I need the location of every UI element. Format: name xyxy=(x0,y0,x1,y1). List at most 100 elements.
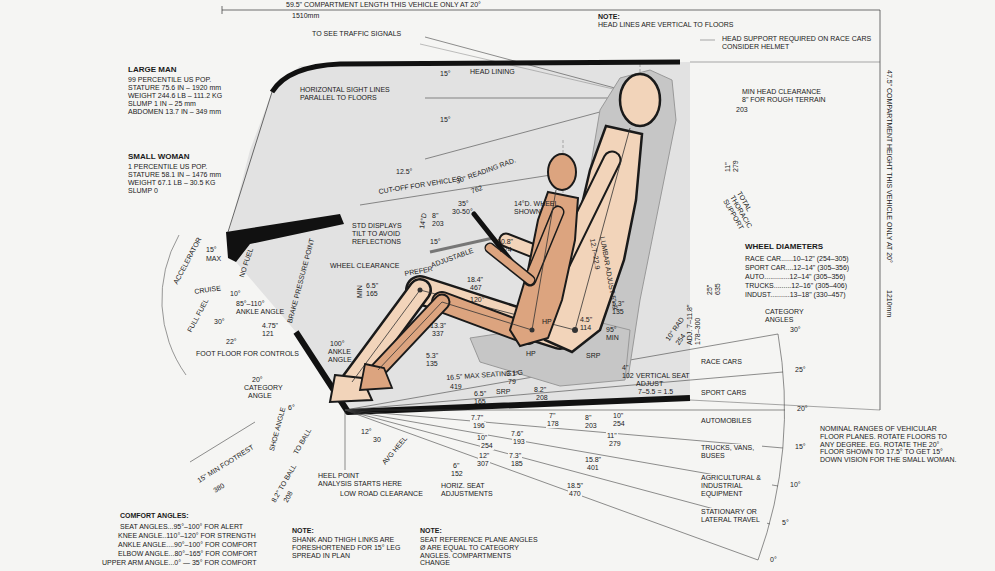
annotation-label: WEIGHT 67.1 LB – 30.5 KG xyxy=(128,179,215,187)
annotation-label: 185 xyxy=(510,460,524,468)
annotation-label: 121 xyxy=(262,330,274,338)
annotation-label: 7.3" xyxy=(508,452,522,460)
annotation-label: HEAD SUPPORT REQUIRED ON RACE CARS xyxy=(722,35,871,43)
annotation-label: 419 xyxy=(450,383,462,391)
annotation-label: 470 xyxy=(568,490,582,498)
annotation-label: LOW ROAD CLEARANCE xyxy=(340,490,423,498)
annotation-label: 193 xyxy=(512,438,526,446)
pedal-angle-arc xyxy=(162,235,186,375)
annotation-label: STD DISPLAYS TILT TO AVOID REFLECTIONS xyxy=(352,222,412,245)
man-hip-point xyxy=(572,327,578,333)
annotation-label: 14°D. WHEEL SHOWN xyxy=(514,200,562,216)
annotation-label: MIN xyxy=(606,334,619,342)
annotation-label: 5.3" xyxy=(426,352,438,360)
annotation-label: 100° xyxy=(330,340,344,348)
annotation-label: SLUMP 0 xyxy=(128,187,158,195)
annotation-label: AUTOMOBILES xyxy=(700,417,752,425)
annotation-label: SLUMP 1 IN – 25 mm xyxy=(128,100,196,108)
annotation-label: 1510mm xyxy=(292,12,319,20)
annotation-label: BRAKE PRESSURE POINT xyxy=(286,237,316,324)
annotation-label: 337 xyxy=(432,330,444,338)
annotation-label: NO FUEL xyxy=(238,247,255,278)
annotation-label: VERTICAL SEAT ADJUST xyxy=(636,372,691,388)
annotation-label: 8" xyxy=(432,212,438,220)
annotation-label: 20° xyxy=(252,376,263,384)
annotation-label: 274 xyxy=(500,246,512,254)
annotation-label: AGRICULTURAL & INDUSTRIAL EQUIPMENT xyxy=(700,474,772,497)
annotation-label: 208 xyxy=(282,490,295,504)
annotation-label: SHANK AND THIGH LINKS ARE FORESHORTENED … xyxy=(292,536,404,559)
annotation-label: 3.1" xyxy=(506,370,518,378)
annotation-label: SEAT REFERENCE PLANE ANGLES Ø ARE EQUAL … xyxy=(420,536,538,567)
annotation-label: 165 xyxy=(474,398,486,406)
dimension-tick xyxy=(222,6,223,14)
annotation-label: ADJ. 7–11.8" xyxy=(686,305,694,346)
annotation-label: 10" xyxy=(612,412,624,420)
annotation-label: FULL FUEL xyxy=(186,298,210,334)
annotation-label: 196 xyxy=(472,422,486,430)
category-line xyxy=(345,410,758,560)
annotation-label: 12° xyxy=(360,428,373,436)
annotation-label: 59.5" COMPARTMENT LENGTH THIS VEHICLE ON… xyxy=(286,1,481,9)
annotation-label: SRP xyxy=(586,352,600,360)
annotation-label: ACCELERATOR xyxy=(172,236,203,285)
annotation-label: 467 xyxy=(470,284,482,292)
annotation-label: HEAD LINES ARE VERTICAL TO FLOORS xyxy=(598,21,734,29)
woman-hip-point xyxy=(530,328,535,333)
category-line xyxy=(345,410,770,524)
annotation-label: 4.75" xyxy=(262,322,278,330)
annotation-label: HEAD LINING xyxy=(470,68,515,76)
man-link-lines xyxy=(352,128,630,382)
annotation-label: ANKLE ANGLE xyxy=(328,348,360,364)
annotation-label: 165 xyxy=(366,290,378,298)
annotation-label: 15° xyxy=(430,238,441,246)
leader-line xyxy=(700,40,715,41)
annotation-label: CRUISE xyxy=(194,284,221,295)
annotation-label: 10° xyxy=(790,481,801,489)
annotation-label: 203 xyxy=(432,220,444,228)
annotation-label: 254 xyxy=(480,442,494,450)
annotation-label: 12" xyxy=(478,452,490,460)
annotation-label: INDUST..........13–18" (330–457) xyxy=(745,291,846,299)
annotation-label: ELBOW ANGLE...80°–165° FOR COMFORT xyxy=(118,550,257,558)
annotation-label: 208 xyxy=(536,394,548,402)
annotation-label: HEEL POINT xyxy=(318,472,359,480)
height-dimension xyxy=(880,10,881,410)
heading-label: WHEEL DIAMETERS xyxy=(745,243,823,252)
annotation-label: 254 xyxy=(612,420,626,428)
annotation-label: TRUCKS.........12–16" (305–406) xyxy=(745,282,847,290)
annotation-label: 25" xyxy=(706,285,714,295)
woman-upper-arm xyxy=(530,212,558,280)
annotation-label: 10.8" xyxy=(497,238,513,246)
annotation-label: 35° xyxy=(458,200,469,208)
annotation-label: WEIGHT 244.6 LB – 111.2 KG xyxy=(128,92,222,100)
annotation-label: NOMINAL RANGES OF VEHICULAR FLOOR PLANES… xyxy=(820,425,960,464)
annotation-label: 279 xyxy=(732,160,740,172)
annotation-label: AVG HEEL xyxy=(380,434,409,467)
annotation-label: 20° xyxy=(797,405,808,413)
windshield-edge xyxy=(228,92,272,232)
heading-label: COMFORT ANGLES: xyxy=(120,512,189,520)
extension-line xyxy=(690,62,880,63)
annotation-label: 12.5° xyxy=(396,168,412,176)
annotation-label: 4.5" xyxy=(580,316,592,324)
annotation-label: 380 xyxy=(212,482,226,495)
annotation-label: 15° xyxy=(440,116,451,124)
heading-label: NOTE: xyxy=(598,13,620,21)
annotation-label: 0° xyxy=(770,556,777,564)
annotation-label: 15° xyxy=(440,70,451,78)
annotation-label: PARALLEL TO FLOORS xyxy=(300,94,377,102)
annotation-label: 25° xyxy=(795,366,806,374)
annotation-label: 15° xyxy=(795,443,806,451)
annotation-label: HORIZONTAL SIGHT LINES xyxy=(300,86,390,94)
annotation-label: 178–300 xyxy=(694,318,702,345)
category-line xyxy=(345,410,785,411)
annotation-label: 11" xyxy=(606,432,618,440)
annotation-label: 13.3" xyxy=(430,322,446,330)
annotation-label: WHEEL CLEARANCE xyxy=(330,262,399,270)
heading-label: SMALL WOMAN xyxy=(128,153,190,162)
annotation-label: RACE CAR......10–12" (254–305) xyxy=(745,255,849,263)
annotation-label: 7.6" xyxy=(510,430,524,438)
annotation-label: TRUCKS, VANS, BUSES xyxy=(700,444,762,460)
